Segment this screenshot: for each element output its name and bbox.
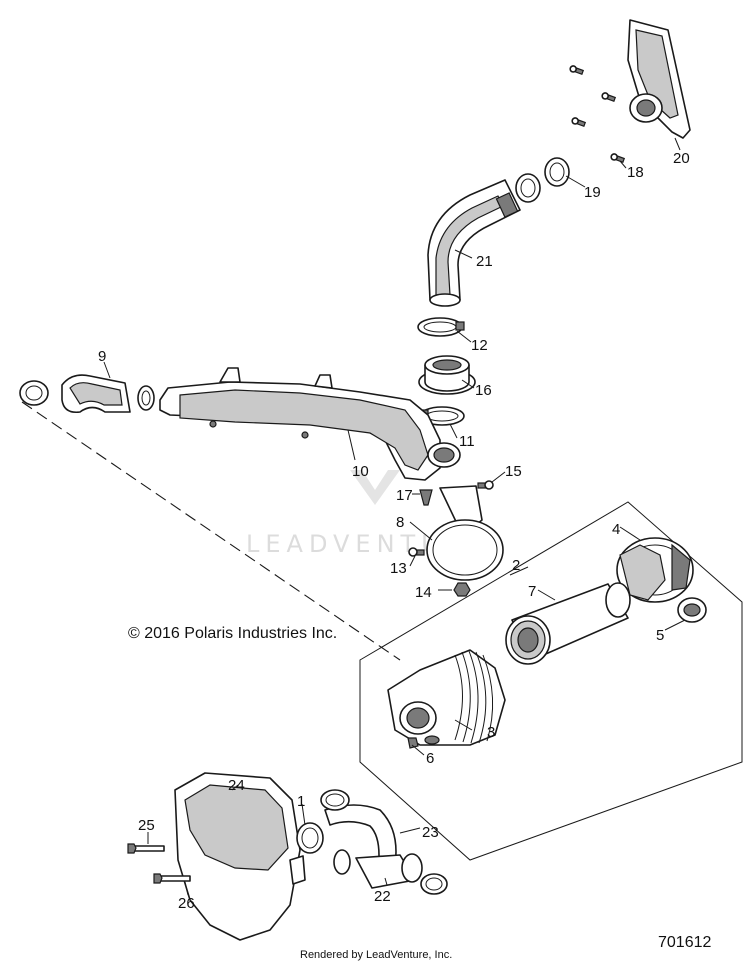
callout-2: 2 bbox=[512, 557, 520, 574]
callout-5: 5 bbox=[656, 627, 664, 644]
callout-25: 25 bbox=[138, 817, 155, 834]
callout-21: 21 bbox=[476, 253, 493, 270]
callout-16: 16 bbox=[475, 382, 492, 399]
part-17-clip bbox=[419, 489, 433, 506]
footer-credit: Rendered by LeadVenture, Inc. bbox=[300, 949, 452, 961]
part-8-strap bbox=[426, 485, 504, 581]
callout-4: 4 bbox=[612, 521, 620, 538]
part-25-bolt bbox=[127, 843, 165, 854]
callout-7: 7 bbox=[528, 583, 536, 600]
part-10-long-duct bbox=[159, 367, 461, 481]
callout-13: 13 bbox=[390, 560, 407, 577]
part-13-bolt bbox=[408, 547, 425, 557]
part-4-cover bbox=[616, 537, 694, 603]
part-12-clamp bbox=[417, 317, 465, 337]
callout-12: 12 bbox=[471, 337, 488, 354]
part-9-hose bbox=[19, 374, 155, 414]
copyright-text: © 2016 Polaris Industries Inc. bbox=[128, 625, 337, 642]
callout-20: 20 bbox=[673, 150, 690, 167]
callout-19: 19 bbox=[584, 184, 601, 201]
callout-14: 14 bbox=[415, 584, 432, 601]
part-5-fitting bbox=[677, 597, 707, 623]
part-20-intake-housing bbox=[627, 19, 691, 139]
part-7-filter bbox=[505, 582, 631, 665]
part-19-clamp bbox=[515, 157, 570, 203]
callout-22: 22 bbox=[374, 888, 391, 905]
callout-17: 17 bbox=[396, 487, 413, 504]
callout-6: 6 bbox=[426, 750, 434, 767]
callout-23: 23 bbox=[422, 824, 439, 841]
part-26-bolt bbox=[153, 873, 191, 884]
callout-labels: 1 2 3 4 5 6 7 8 9 10 11 12 13 14 15 16 1… bbox=[98, 150, 690, 912]
part-24-resonator bbox=[174, 772, 306, 941]
callout-8: 8 bbox=[396, 514, 404, 531]
callout-18: 18 bbox=[627, 164, 644, 181]
part-22-boot bbox=[333, 849, 448, 895]
callout-11: 11 bbox=[459, 433, 475, 450]
part-14-nut bbox=[453, 582, 471, 597]
leader-lines bbox=[103, 137, 686, 896]
housing-ribs bbox=[454, 650, 494, 744]
screw-set-top bbox=[569, 65, 626, 164]
diagram-number: 701612 bbox=[658, 934, 711, 951]
callout-9: 9 bbox=[98, 348, 106, 365]
dashed-reference-line bbox=[21, 401, 401, 661]
callout-26: 26 bbox=[178, 895, 195, 912]
callout-15: 15 bbox=[505, 463, 522, 480]
callout-24: 24 bbox=[228, 777, 245, 794]
callout-1: 1 bbox=[297, 793, 305, 810]
fasteners-middle bbox=[408, 480, 494, 597]
part-16-coupler bbox=[418, 355, 476, 395]
airbox-assembly-frame bbox=[359, 501, 743, 861]
part-21-curved-duct bbox=[427, 179, 521, 307]
callout-3: 3 bbox=[487, 724, 495, 741]
callout-10: 10 bbox=[352, 463, 369, 480]
part-3-airbox-housing bbox=[387, 649, 506, 749]
part-15-screw bbox=[477, 480, 494, 490]
